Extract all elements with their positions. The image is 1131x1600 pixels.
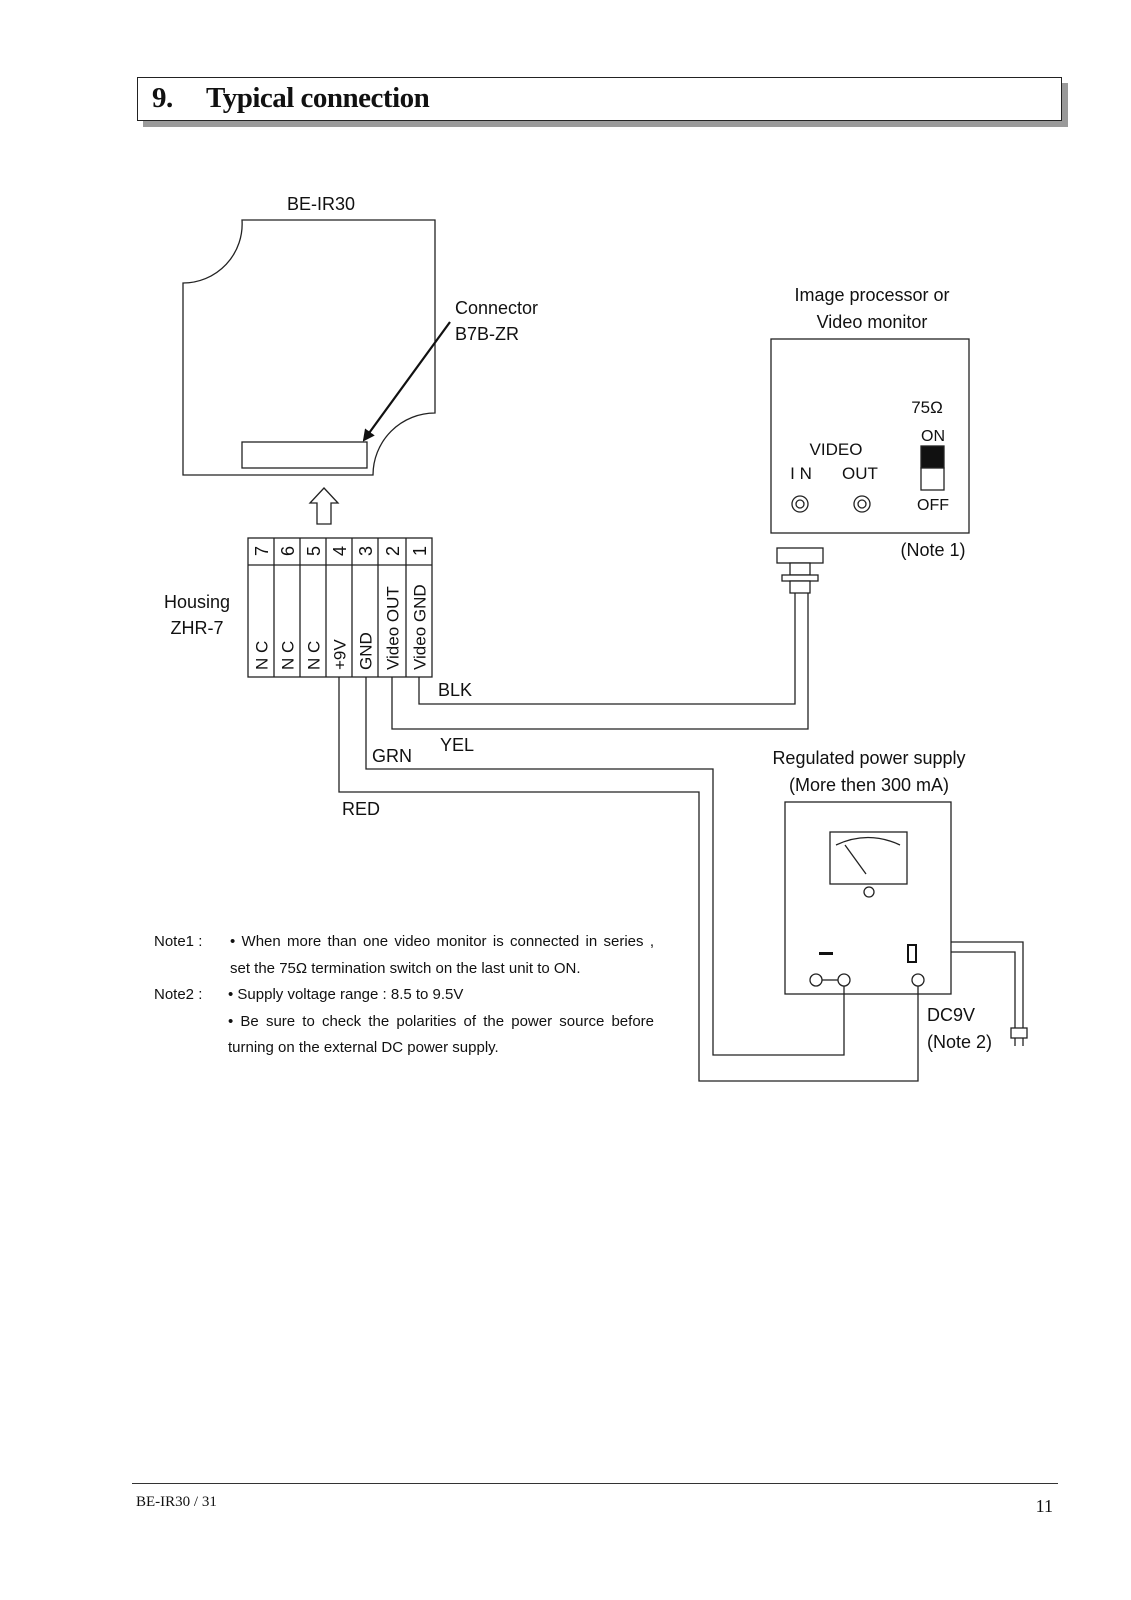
note2-item2: • Be sure to check the polarities of the… <box>228 1012 654 1057</box>
psu-terminal-minus-icon <box>837 973 851 987</box>
wire-label-red: RED <box>342 799 380 819</box>
psu-dc-label: DC9V <box>927 1005 975 1025</box>
pin-number: 7 <box>252 546 272 556</box>
psu-plus-icon <box>907 944 917 963</box>
psu-note-ref: (Note 2) <box>927 1032 992 1052</box>
pin-name: GND <box>357 632 376 670</box>
termination-switch-on <box>920 445 945 469</box>
connector-label-line2: B7B-ZR <box>455 324 519 344</box>
note1-text: • When more than one video monitor is co… <box>230 933 654 977</box>
camera-label: BE-IR30 <box>287 194 355 214</box>
note2: Note2 : • Supply voltage range : 8.5 to … <box>154 982 654 1062</box>
connector-pointer-arrow <box>362 321 451 442</box>
note2-item1: • Supply voltage range : 8.5 to 9.5V <box>228 986 464 1003</box>
pin-number: 2 <box>383 546 403 556</box>
psu-terminal-ground-icon <box>809 973 823 987</box>
pin-name: N C <box>279 641 298 670</box>
section-title-text: Typical connection <box>206 82 430 114</box>
connector-label-line1: Connector <box>455 298 538 318</box>
video-out-jack-icon <box>853 495 871 513</box>
wire-label-yel: YEL <box>440 735 474 755</box>
pin-name: Video GND <box>411 584 430 670</box>
pin-number: 1 <box>410 546 430 556</box>
wire-yel <box>391 593 809 730</box>
wire-red <box>338 677 919 1082</box>
termination-ohm-label: 75Ω <box>911 398 943 417</box>
housing-label-line2: ZHR-7 <box>171 618 224 638</box>
wire-blk <box>418 593 796 705</box>
camera-board-outline <box>182 219 436 476</box>
pin-number: 6 <box>278 546 298 556</box>
pin-number: 5 <box>304 546 324 556</box>
pin-name: N C <box>305 641 324 670</box>
insert-direction-arrow-icon <box>308 487 340 525</box>
section-title: 9. Typical connection <box>152 82 430 115</box>
video-in-jack-icon <box>791 495 809 513</box>
housing-outline <box>247 537 433 678</box>
psu-terminal-plus-icon <box>911 973 925 987</box>
monitor-label-line1: Image processor or <box>794 285 949 305</box>
termination-switch-off <box>920 467 945 491</box>
pin-number: 4 <box>330 546 350 556</box>
monitor-label-line2: Video monitor <box>817 312 928 332</box>
power-plug-icon <box>1010 1027 1028 1046</box>
housing-label-line1: Housing <box>164 592 230 612</box>
pin-name: N C <box>253 641 272 670</box>
switch-off-label: OFF <box>917 497 949 514</box>
wire-grn <box>365 677 845 1056</box>
video-label: VIDEO <box>810 440 863 459</box>
video-in-label: I N <box>790 464 812 483</box>
connector-b7b-zr <box>241 441 368 469</box>
section-header: 9. Typical connection <box>137 77 1062 121</box>
monitor-note-ref: (Note 1) <box>900 540 965 560</box>
wire-label-grn: GRN <box>372 746 412 766</box>
note1-label: Note1 : <box>154 933 203 950</box>
power-cord <box>951 941 1024 1028</box>
psu-box <box>784 801 952 995</box>
notes-section: Note1 : • When more than one video monit… <box>154 929 654 1062</box>
video-plug <box>776 547 824 594</box>
footer-model: BE-IR30 / 31 <box>136 1494 217 1510</box>
section-number: 9. <box>152 82 173 114</box>
page-number: 11 <box>1035 1496 1053 1516</box>
note2-label: Note2 : <box>154 986 203 1003</box>
pin-name: Video OUT <box>384 586 403 670</box>
pin-name: +9V <box>331 639 350 670</box>
note1: Note1 : • When more than one video monit… <box>154 929 654 982</box>
psu-label-line2: (More then 300 mA) <box>789 775 949 795</box>
camera-board <box>182 219 436 476</box>
psu-label-line1: Regulated power supply <box>772 748 965 768</box>
housing-zhr7 <box>247 537 433 678</box>
footer-rule <box>132 1483 1058 1484</box>
psu-meter-icon <box>829 831 908 898</box>
psu-minus-icon <box>819 952 833 955</box>
pin-number: 3 <box>356 546 376 556</box>
video-out-label: OUT <box>842 464 878 483</box>
monitor-box <box>770 338 970 534</box>
wire-label-blk: BLK <box>438 680 472 700</box>
switch-on-label: ON <box>921 428 945 445</box>
